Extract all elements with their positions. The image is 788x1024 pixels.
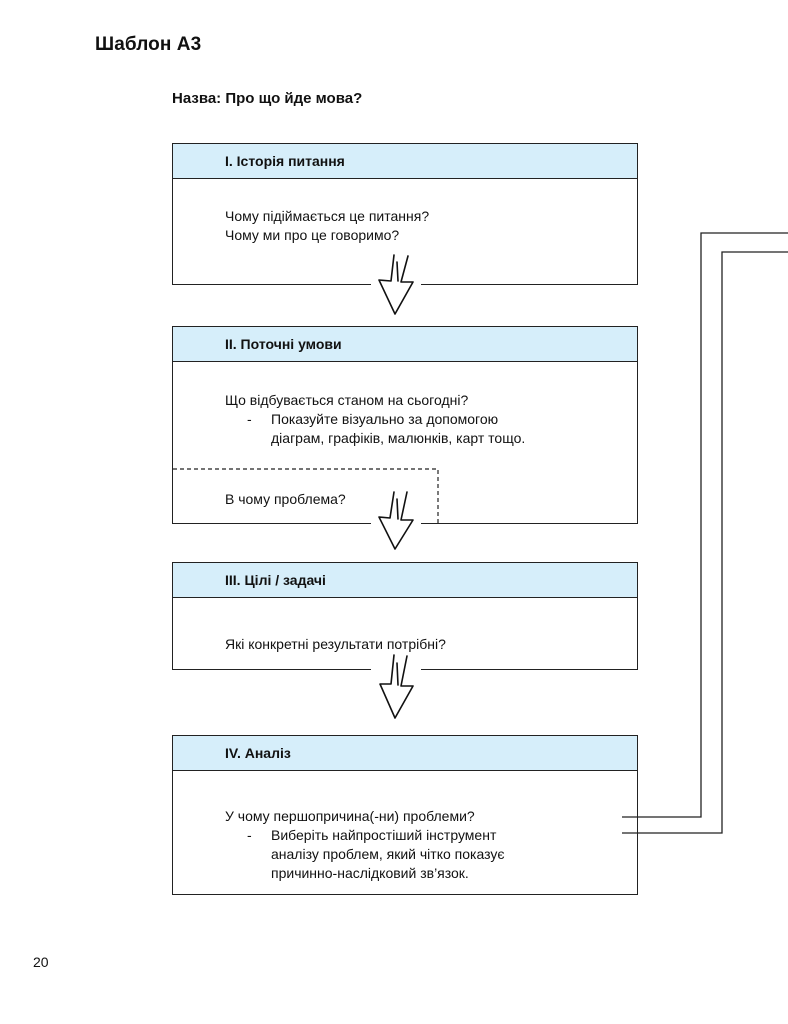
section-analysis-header: IV. Аналіз: [173, 736, 637, 771]
arrow-border-gaps: [371, 282, 421, 673]
connector-lines: [622, 232, 788, 834]
problem-question: В чому проблема?: [225, 491, 346, 507]
page-number: 20: [33, 954, 49, 970]
section-history: I. Історія питання Чому підіймається це …: [172, 143, 638, 285]
document-subtitle: Назва: Про що йде мова?: [172, 90, 363, 107]
analysis-question: У чому першопричина(-ни) проблеми?: [225, 808, 475, 824]
section-history-header: I. Історія питання: [173, 144, 637, 179]
problem-dashed-frame: [173, 468, 439, 523]
section-goals: III. Цілі / задачі Які конкретні результ…: [172, 562, 638, 670]
current-bullet-dash: -: [247, 411, 252, 427]
current-question: Що відбувається станом на сьогодні?: [225, 392, 469, 408]
down-arrow-icon: [378, 254, 414, 315]
history-question-2: Чому ми про це говоримо?: [225, 227, 400, 243]
section-goals-header: III. Цілі / задачі: [173, 563, 637, 598]
section-analysis: IV. Аналіз У чому першопричина(-ни) проб…: [172, 735, 638, 895]
history-question-1: Чому підіймається це питання?: [225, 208, 430, 224]
analysis-bullet-line-2: аналізу проблем, який чітко показує: [271, 846, 505, 862]
analysis-bullet-line-1: Виберіть найпростіший інструмент: [271, 827, 497, 843]
current-bullet-line-1: Показуйте візуально за допомогою: [271, 411, 499, 427]
current-bullet-line-2: діаграм, графіків, малюнків, карт тощо.: [271, 430, 526, 446]
goals-question: Які конкретні результати потрібні?: [225, 636, 446, 652]
analysis-bullet-dash: -: [247, 827, 252, 843]
page-title: Шаблон А3: [95, 34, 202, 55]
analysis-bullet-line-3: причинно-наслідковий зв’язок.: [271, 865, 469, 881]
down-arrow-icon: [379, 654, 414, 719]
section-current-conditions: II. Поточні умови Що відбувається станом…: [172, 326, 638, 524]
down-arrow-icon: [378, 491, 414, 550]
section-current-header: II. Поточні умови: [173, 327, 637, 362]
